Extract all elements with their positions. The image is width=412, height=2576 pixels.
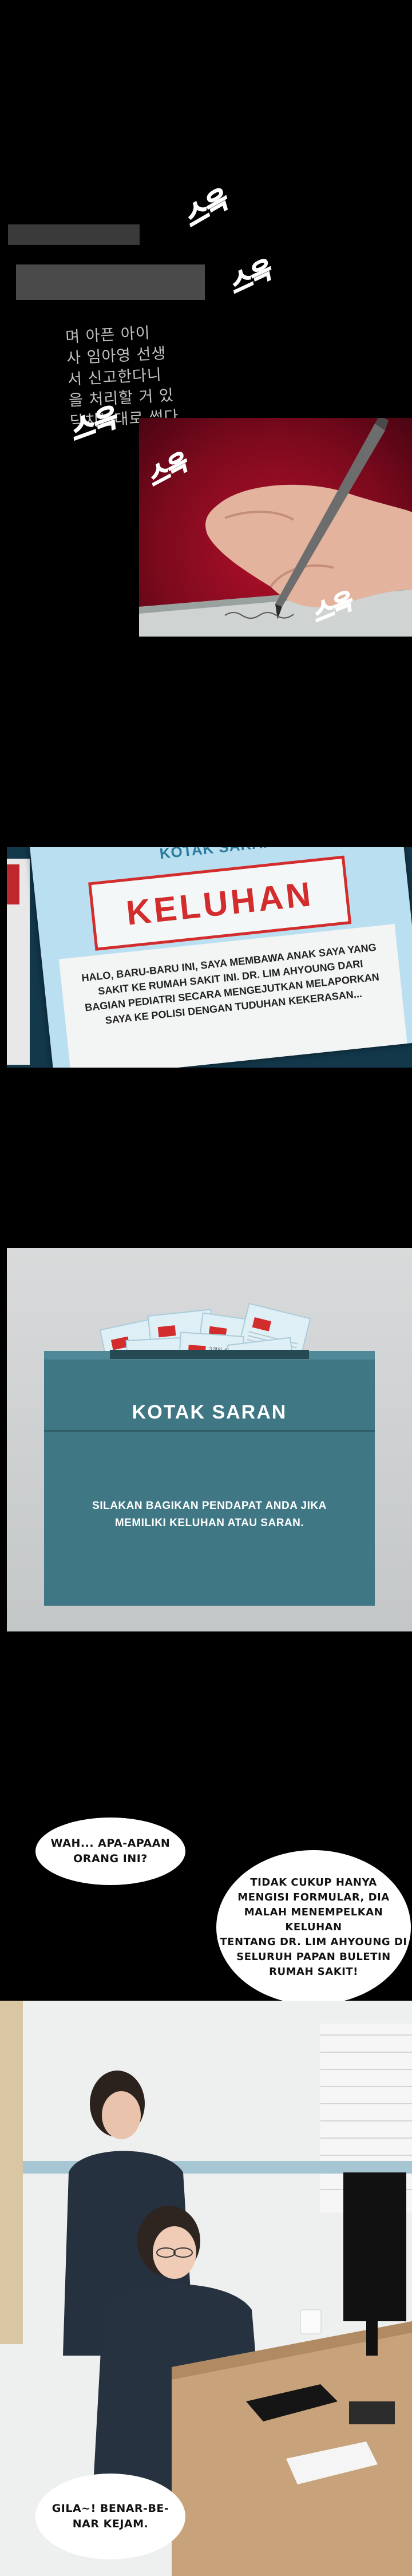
box-description: SILAKAN BAGIKAN PENDAPAT ANDA JIKA MEMIL… [92, 1500, 327, 1529]
background-red-mark [7, 864, 19, 904]
office-illustration [0, 2001, 412, 2576]
speech-bubble-3: GILA~! BENAR-BE- NAR KEJAM. [35, 2474, 185, 2559]
redacted-line-1 [8, 224, 140, 245]
box-label: KOTAK SARAN [132, 1401, 287, 1423]
speech-bubble-1: WAH... APA-APAAN ORANG INI? [35, 1818, 185, 1885]
suggestion-box-panel: 고객의 소리 민 KOTAK SARAN SILAKAN BAGIKAN PEN… [7, 1248, 412, 1631]
hand-with-pen-illustration [139, 418, 412, 637]
pen [275, 424, 385, 607]
sfx-scribble-1: 스윽 [179, 185, 232, 234]
speech-bubble-2: TIDAK CUKUP HANYA MENGISI FORMULAR, DIA … [216, 1850, 411, 2005]
box-slot [110, 1350, 309, 1359]
box-front [44, 1360, 375, 1606]
scribble-line [224, 612, 294, 619]
complaint-paper-panel: KOTAK SARAN KELUHAN HALO, BARU-BARU INI,… [7, 847, 412, 1068]
redacted-line-2 [16, 264, 205, 300]
sfx-scribble-2: 스윽 [224, 256, 275, 300]
box-divider [44, 1430, 375, 1432]
complaint-form: KOTAK SARAN KELUHAN HALO, BARU-BARU INI,… [29, 847, 412, 1068]
hand-writing-panel: 스윽 스윽 [139, 418, 412, 637]
office-scene-panel: GILA~! BENAR-BE- NAR KEJAM. [0, 2001, 412, 2576]
